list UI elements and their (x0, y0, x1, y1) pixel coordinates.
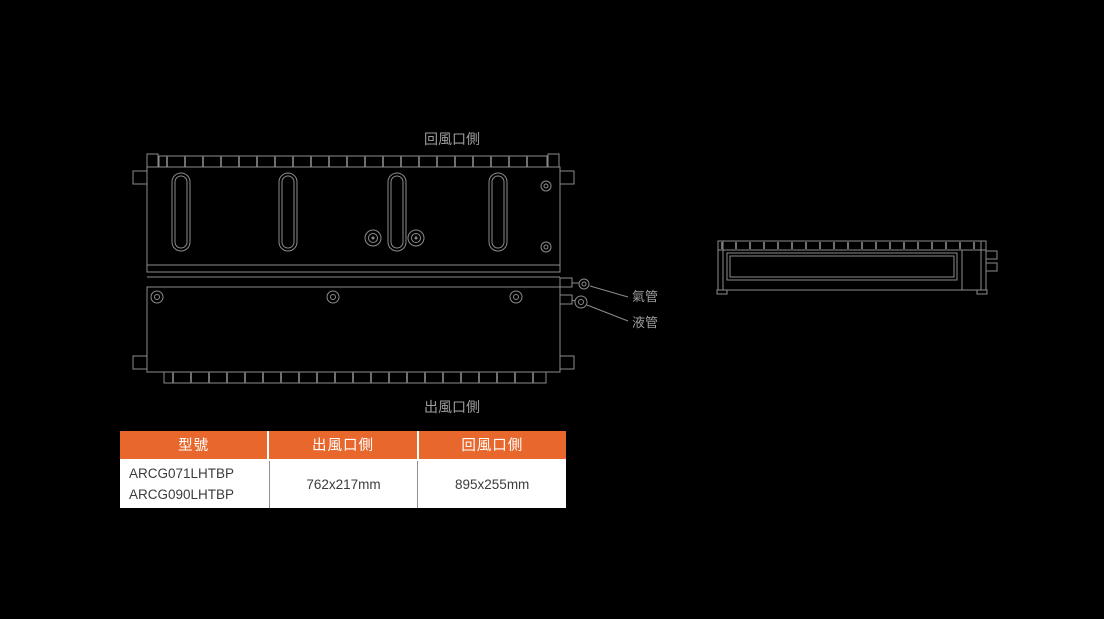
side-view-connectors (985, 250, 998, 272)
side-view-feet (716, 289, 988, 295)
spec-table: 型號 出風口側 回風口側 ARCG071LHTBP ARCG090LHTBP 7… (120, 431, 566, 508)
model-cell: ARCG071LHTBP ARCG090LHTBP (120, 461, 269, 508)
air-slots (171, 172, 508, 252)
gas-pipe-label: 氣管 (632, 289, 658, 304)
hanger-brackets (132, 170, 575, 370)
return-air-side-label: 回風口側 (424, 131, 480, 147)
lower-body (146, 286, 561, 373)
knockout-circles (364, 180, 552, 253)
side-view (716, 240, 998, 295)
liquid-pipe-label: 液管 (632, 315, 658, 330)
top-view: 氣管 液管 回風口側 出風口側 (132, 131, 658, 415)
middle-band (147, 276, 560, 288)
model-name-line1: ARCG071LHTBP (129, 466, 235, 482)
return-size-cell: 895x255mm (417, 461, 566, 508)
top-flange (146, 153, 560, 168)
spec-table-header-row: 型號 出風口側 回風口側 (120, 431, 566, 459)
outlet-air-side-label: 出風口側 (424, 399, 480, 415)
spec-table-body-row: ARCG071LHTBP ARCG090LHTBP 762x217mm 895x… (120, 459, 566, 508)
bottom-flange (163, 371, 547, 384)
model-name-line2: ARCG090LHTBP (129, 486, 235, 502)
outlet-size-cell: 762x217mm (268, 461, 418, 508)
col-header-model: 型號 (120, 431, 268, 459)
pipe-connections (571, 278, 629, 322)
col-header-return-side: 回風口側 (418, 431, 566, 459)
upper-body (146, 166, 561, 273)
col-header-outlet-side: 出風口側 (269, 431, 417, 459)
